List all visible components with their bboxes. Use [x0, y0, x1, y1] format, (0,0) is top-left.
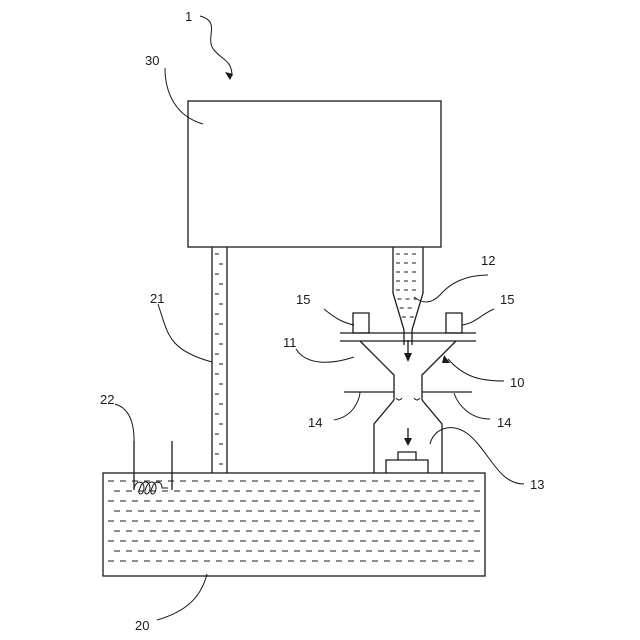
- label-port-right: 14: [497, 415, 511, 430]
- nozzle-liquid-dashes: [396, 254, 417, 317]
- label-inlet-left: 11: [283, 335, 297, 350]
- label-tank: 20: [135, 618, 149, 633]
- tank-liquid-dashes: [108, 481, 480, 561]
- label-heater: 22: [100, 392, 114, 407]
- pipe-liquid-dashes: [215, 254, 223, 464]
- label-flange-left: 15: [296, 292, 310, 307]
- label-outlet: 13: [530, 477, 544, 492]
- nozzle: [393, 247, 423, 362]
- label-riser-pipe: 21: [150, 291, 164, 306]
- heater-coil: [134, 441, 172, 494]
- label-apparatus: 1: [185, 9, 192, 24]
- flow-arrow-nozzle: [404, 353, 412, 362]
- label-port-left: 14: [308, 415, 322, 430]
- chamber-box: [188, 101, 441, 247]
- riser-pipe: [212, 247, 227, 473]
- flow-arrow-outlet: [404, 438, 412, 446]
- label-chamber: 30: [145, 53, 159, 68]
- label-flange-right: 15: [500, 292, 514, 307]
- label-nozzle: 12: [481, 253, 495, 268]
- label-body: 10: [510, 375, 524, 390]
